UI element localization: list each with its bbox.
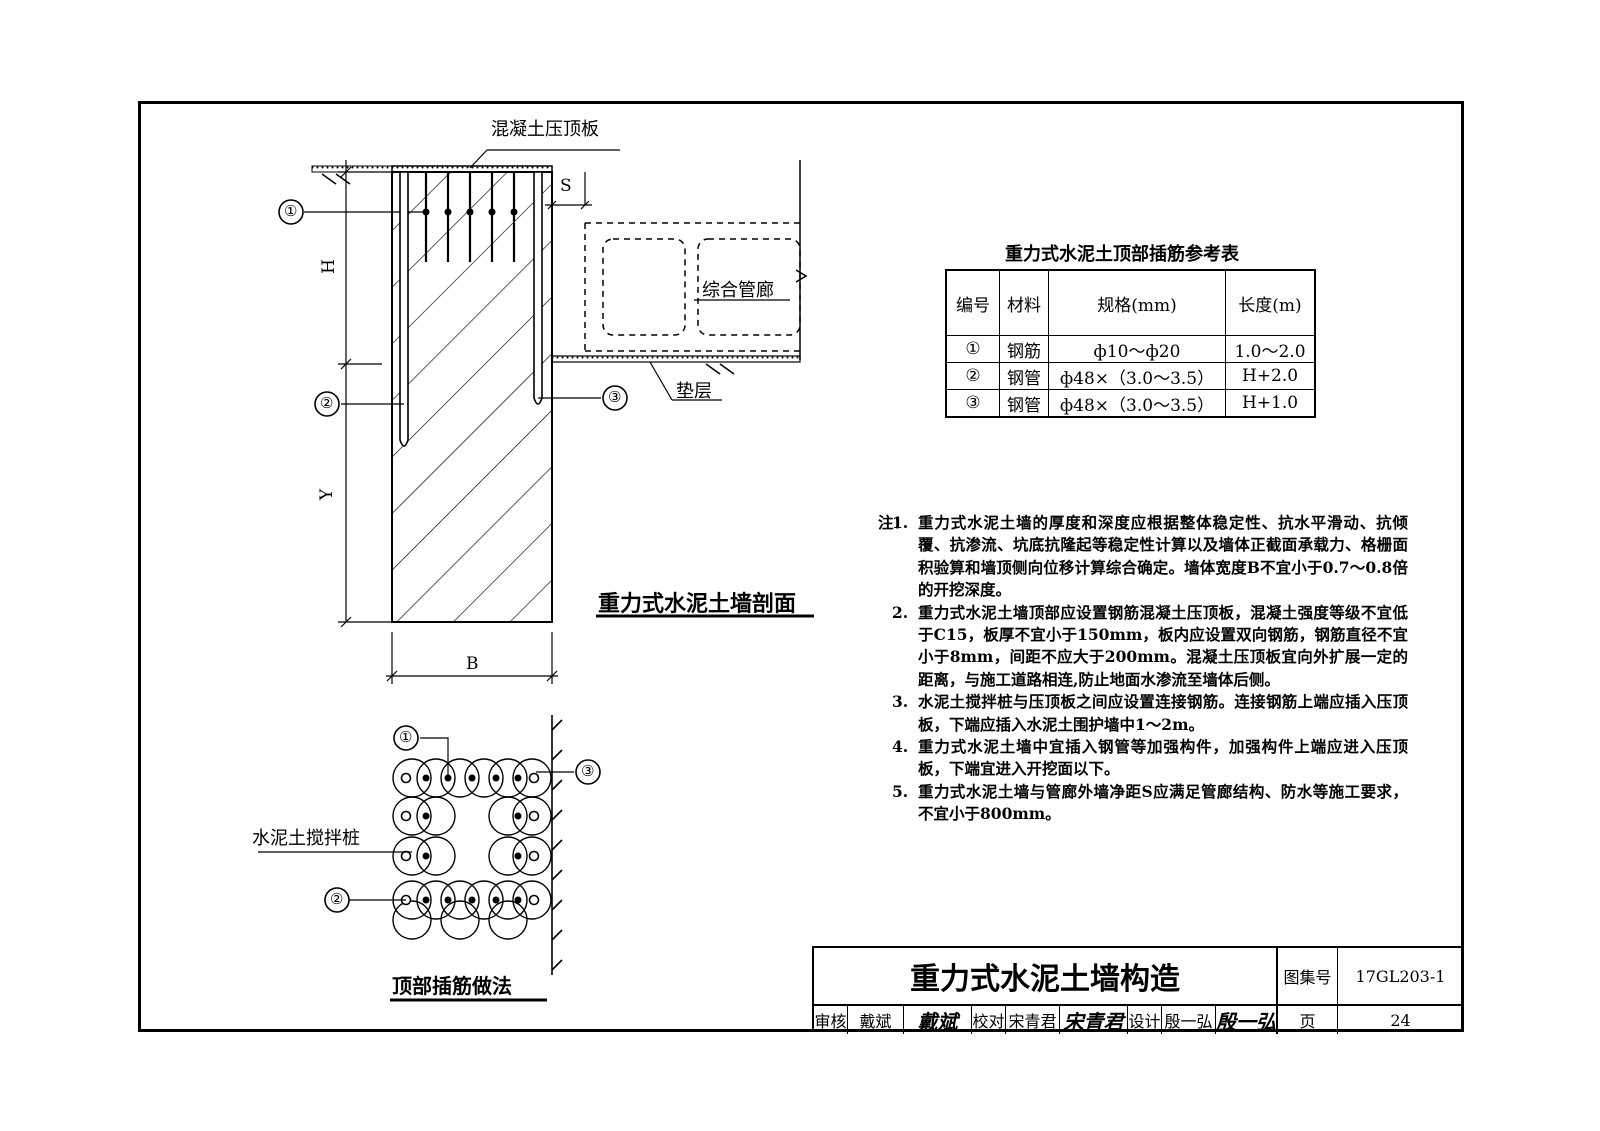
dim-s-label: S (560, 176, 572, 196)
plan-marker-1: ① (399, 728, 413, 746)
dimension-s (545, 172, 592, 210)
atlas-label: 图集号 (1278, 948, 1338, 1006)
table-cell: ① (945, 335, 1000, 363)
note-item: 2.重力式水泥土墙顶部应设置钢筋混凝土压顶板，混凝土强度等级不宜低于C15，板厚… (892, 602, 1408, 689)
designer-signature: 殷一弘 (1216, 1006, 1278, 1034)
drawing-title: 重力式水泥土墙构造 (814, 948, 1278, 1006)
atlas-number: 17GL203-1 (1338, 948, 1463, 1006)
table-cell: 钢管 (999, 362, 1049, 390)
table-header: 规格(mm) (1048, 269, 1226, 336)
dimension-b (386, 632, 558, 684)
note-item: 3.水泥土搅拌桩与压顶板之间应设置连接钢筋。连接钢筋上端应插入压顶板，下端应插入… (892, 692, 1408, 734)
table-cell: H+1.0 (1225, 389, 1316, 418)
section-marker-2: ② (320, 394, 334, 412)
table-row: ② 钢管 ф48×（3.0～3.5） H+2.0 (945, 362, 1316, 390)
dim-y-label: Y (317, 488, 338, 501)
reviewer-signature: 戴斌 (904, 1006, 972, 1034)
steel-pipe-3 (533, 171, 543, 405)
cement-soil-wall (391, 171, 553, 623)
section-marker-1: ① (284, 202, 298, 220)
designer-name: 殷一弘 (1162, 1006, 1216, 1034)
dim-b-label: B (466, 654, 479, 674)
note-item: 5.重力式水泥土墙与管廊外墙净距S应满足管廊结构、防水等施工要求，不宜小于800… (892, 781, 1408, 824)
slab-rebar-dots (422, 208, 518, 216)
checker-name: 宋青君 (1006, 1006, 1060, 1034)
cushion-label: 垫层 (676, 381, 712, 402)
title-block: 重力式水泥土墙构造 图集号 17GL203-1 审核 戴斌 戴斌 校对 宋青君 … (812, 946, 1464, 1034)
dim-h-label: H (318, 259, 339, 274)
checker-signature: 宋青君 (1060, 1006, 1128, 1034)
ground-surface-left (311, 165, 393, 185)
plan-marker-3: ③ (581, 762, 595, 780)
pile-label: 水泥土搅拌桩 (252, 828, 360, 849)
drawing-frame (138, 101, 1464, 1032)
top-slab-label: 混凝土压顶板 (491, 119, 599, 140)
table-cell: ② (945, 362, 1000, 390)
reviewer-name: 戴斌 (848, 1006, 904, 1034)
table-cell: ф10～ф20 (1048, 335, 1226, 363)
section-title: 重力式水泥土墙剖面 (598, 591, 797, 617)
plan-pile-grid (392, 758, 552, 940)
table-header: 材料 (999, 269, 1049, 336)
table-cell: H+2.0 (1225, 362, 1316, 390)
note-item: 1.重力式水泥土墙的厚度和深度应根据整体稳定性、抗水平滑动、抗倾覆、抗渗流、坑底… (892, 513, 1408, 600)
table-cell: 钢筋 (999, 335, 1049, 363)
table-row: ① 钢筋 ф10～ф20 1.0～2.0 (945, 335, 1316, 363)
table-cell: 1.0～2.0 (1225, 335, 1316, 363)
table-row: ③ 钢管 ф48×（3.0～3.5） H+1.0 (945, 389, 1316, 418)
page-label: 页 (1278, 1006, 1338, 1034)
plan-title: 顶部插筋做法 (392, 974, 512, 998)
dimension-h-y (338, 160, 392, 628)
steel-pipe-2 (399, 171, 409, 447)
table-cell: ф48×（3.0～3.5） (1048, 389, 1226, 418)
notes-lead: 注： (878, 513, 910, 532)
table-header-row: 编号 材料 规格(mm) 长度(m) (945, 269, 1316, 336)
cushion-layer (551, 355, 801, 401)
plan-marker-2: ② (330, 890, 344, 908)
circle-markers (278, 199, 628, 913)
plan-corridor-edge (551, 715, 563, 975)
table-cell: ③ (945, 389, 1000, 418)
table-cell: ф48×（3.0～3.5） (1048, 362, 1226, 390)
check-label: 校对 (972, 1006, 1006, 1034)
reference-table: 编号 材料 规格(mm) 长度(m) ① 钢筋 ф10～ф20 1.0～2.0 … (945, 269, 1316, 418)
table-header: 编号 (945, 269, 1000, 336)
design-label: 设计 (1128, 1006, 1162, 1034)
page-number: 24 (1390, 1010, 1411, 1030)
table-title: 重力式水泥土顶部插筋参考表 (1005, 244, 1239, 265)
section-marker-3: ③ (608, 388, 622, 406)
table-header: 长度(m) (1225, 269, 1316, 336)
corridor-label: 综合管廊 (702, 280, 774, 301)
plan-rebar-dots (422, 774, 522, 904)
table-cell: 钢管 (999, 389, 1049, 418)
review-label: 审核 (814, 1006, 848, 1034)
note-item: 4.重力式水泥土墙中宜插入钢管等加强构件，加强构件上端应进入压顶板，下端宜进入开… (892, 737, 1408, 779)
notes: 注： 1.重力式水泥土墙的厚度和深度应根据整体稳定性、抗水平滑动、抗倾覆、抗渗流… (878, 512, 1408, 826)
plan-pipe-circles (400, 772, 540, 906)
